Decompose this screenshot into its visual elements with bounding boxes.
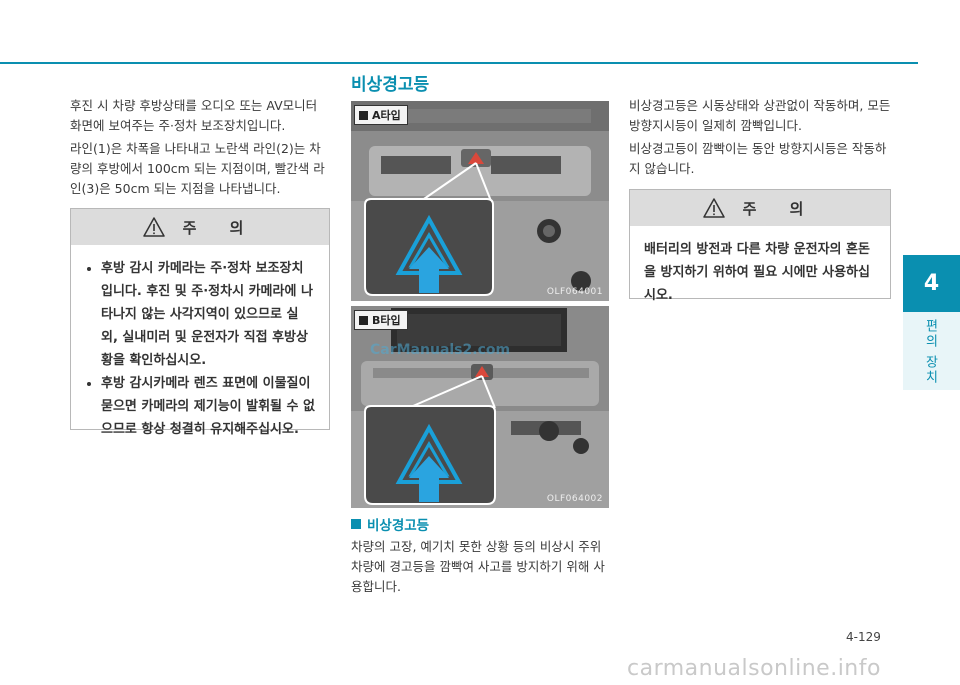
top-rule xyxy=(0,62,918,64)
photo-code-a: OLF064001 xyxy=(546,287,603,297)
type-a-label: A타입 xyxy=(372,109,401,122)
line-description-paragraph: 라인(1)은 차폭을 나타내고 노란색 라인(2)는 차량의 후방에서 100c… xyxy=(70,141,325,196)
type-a-badge: A타입 xyxy=(354,105,408,125)
sub-section-title-text: 비상경고등 xyxy=(367,518,430,534)
type-b-label: B타입 xyxy=(372,314,401,327)
caution-header: 주 의 xyxy=(71,209,329,245)
caution-box-battery: 주 의 배터리의 방전과 다른 차량 운전자의 혼돈을 방지하기 위하여 필요 … xyxy=(629,189,891,303)
hazard-turn-signal-paragraph: 비상경고등이 깜빡이는 동안 방향지시등은 작동하지 않습니다. xyxy=(629,141,887,176)
photo-hazard-b-type: B타입 OLF064002 xyxy=(351,306,609,508)
type-b-badge: B타입 xyxy=(354,310,408,330)
chapter-label: 편의 장치 xyxy=(922,318,938,386)
chapter-side-tab[interactable]: 4 편의 장치 xyxy=(903,255,960,390)
caution-list: 후방 감시 카메라는 주·정차 보조장치입니다. 후진 및 주·정차시 카메라에… xyxy=(71,245,329,453)
dashboard-illustration-b xyxy=(351,306,609,508)
badge-square-icon xyxy=(359,110,368,120)
hazard-description-paragraph: 차량의 고장, 예기치 못한 상황 등의 비상시 주위 차량에 경고등을 깜빡여… xyxy=(351,539,605,594)
caution-item: 후방 감시 카메라는 주·정차 보조장치입니다. 후진 및 주·정차시 카메라에… xyxy=(101,257,315,372)
hazard-operation-paragraph: 비상경고등은 시동상태와 상관없이 작동하며, 모든 방향지시등이 일제히 깜빡… xyxy=(629,98,891,133)
page-number: 4-129 xyxy=(846,630,881,644)
warning-triangle-icon xyxy=(142,217,165,237)
image-watermark: CarManuals2.com xyxy=(370,342,511,358)
badge-square-icon xyxy=(359,315,368,325)
intro-paragraph: 후진 시 차량 후방상태를 오디오 또는 AV모니터 화면에 보여주는 주·정차… xyxy=(70,98,318,133)
chapter-number: 4 xyxy=(903,255,960,312)
caution-body: 배터리의 방전과 다른 차량 운전자의 혼돈을 방지하기 위하여 필요 시에만 … xyxy=(644,242,870,303)
footer-watermark: carmanualsonline.info xyxy=(627,656,881,681)
photo-hazard-a-type: A타입 OLF064001 xyxy=(351,101,609,301)
caution-title: 주 의 xyxy=(742,199,818,218)
photo-code-b: OLF064002 xyxy=(546,494,603,504)
dashboard-illustration-a xyxy=(351,101,609,301)
sub-section-title: 비상경고등 xyxy=(351,514,429,534)
section-title: 비상경고등 xyxy=(351,75,430,95)
caution-title: 주 의 xyxy=(182,218,258,237)
caution-header: 주 의 xyxy=(630,190,890,226)
caution-box-camera: 주 의 후방 감시 카메라는 주·정차 보조장치입니다. 후진 및 주·정차시 … xyxy=(70,208,330,437)
bullet-square-icon xyxy=(351,519,361,529)
warning-triangle-icon xyxy=(702,198,725,218)
caution-item: 후방 감시카메라 렌즈 표면에 이물질이 묻으면 카메라의 제기능이 발휘될 수… xyxy=(101,372,315,441)
